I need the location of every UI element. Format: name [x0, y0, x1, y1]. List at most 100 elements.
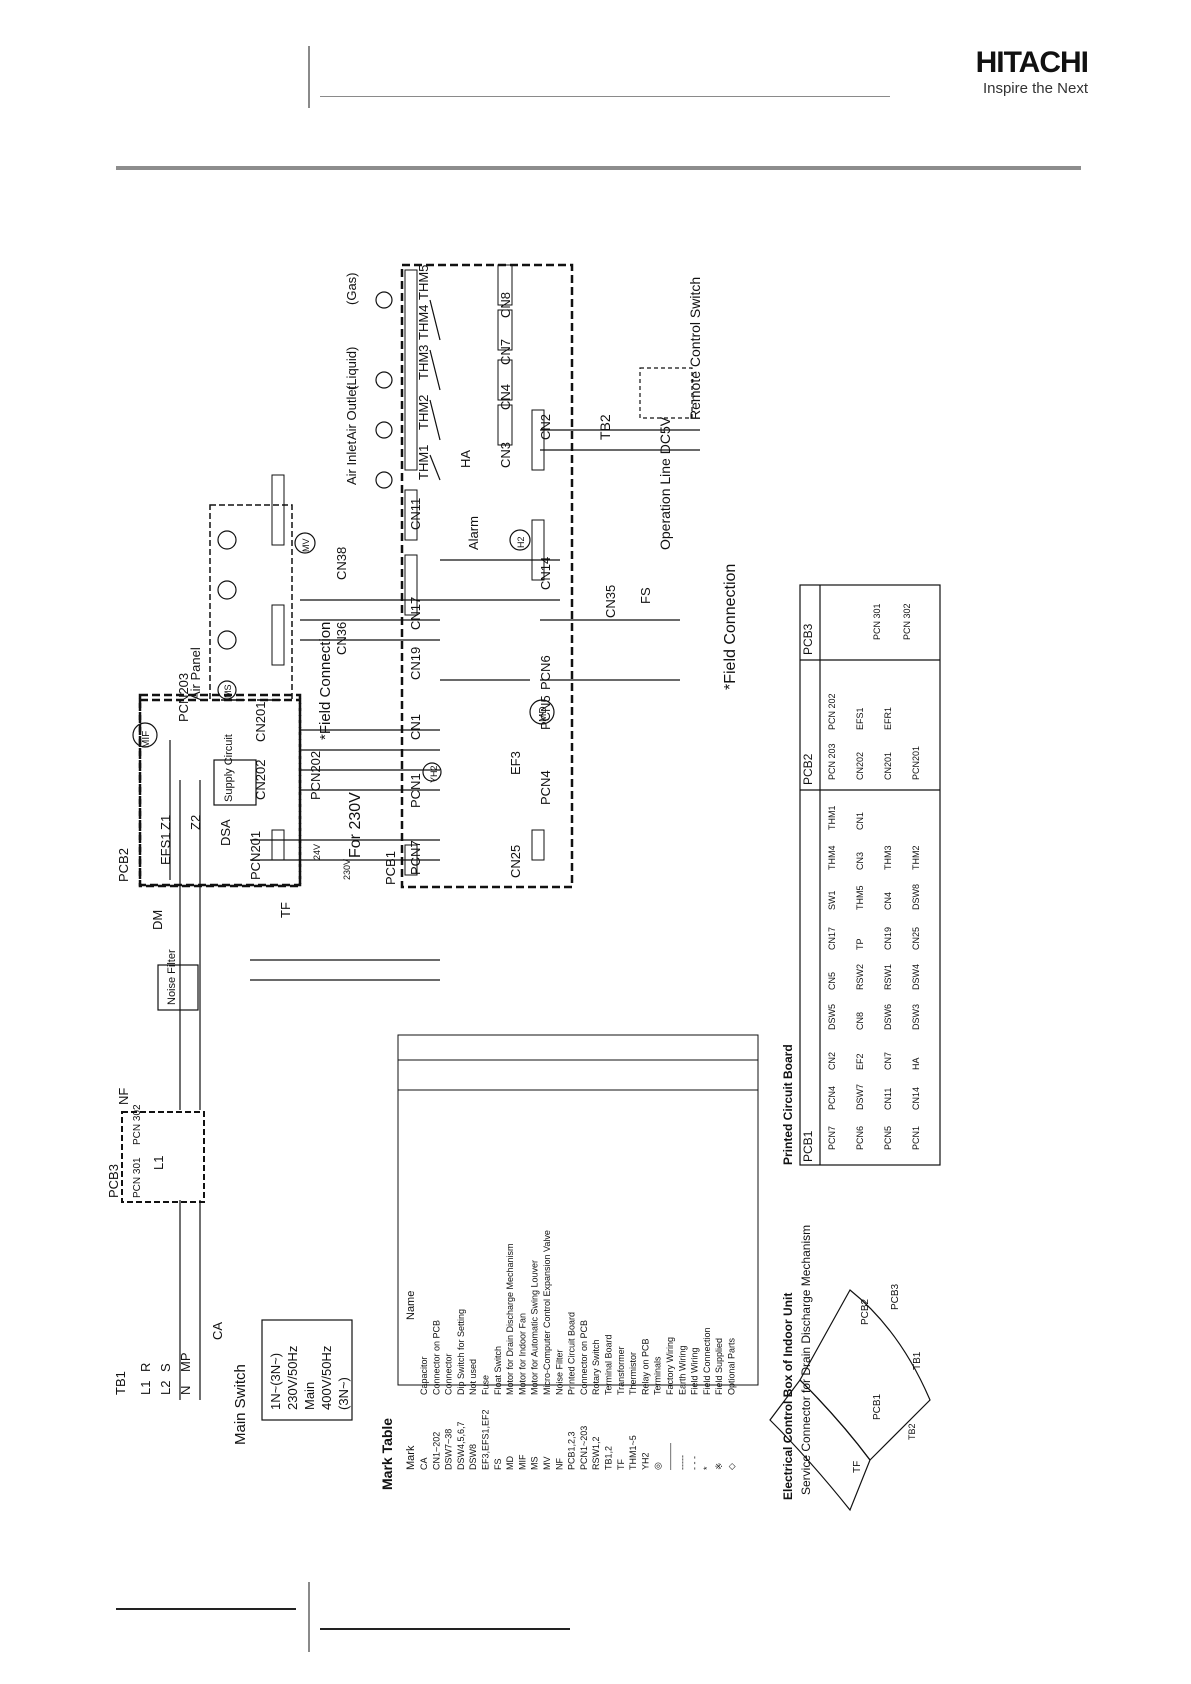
mark-table-cell-mark: ※ — [714, 1462, 724, 1470]
mark-table-cell-name: Micro-Computer Control Expansion Valve — [542, 1230, 552, 1395]
pcb1-component-label: THM2 — [911, 846, 921, 871]
label-cn38: CN38 — [334, 547, 349, 580]
mark-table-cell-mark: CN1~202 — [431, 1432, 441, 1470]
mark-table-cell-name: Connector on PCB — [579, 1320, 589, 1395]
pcb1-component-label: CN1 — [855, 812, 865, 830]
pcb1-component-label: DSW5 — [827, 1004, 837, 1030]
label-cn35: CN35 — [603, 585, 618, 618]
control-box-tb2: TB2 — [907, 1423, 917, 1440]
supply-circuit-block — [213, 759, 257, 806]
mark-table-cell-name: Connector on PCB — [431, 1320, 441, 1395]
label-tb1-l1: L1 — [138, 1381, 153, 1395]
label-pcb1: PCB1 — [383, 851, 398, 885]
label-cn19: CN19 — [408, 647, 423, 680]
label-md: MD — [538, 706, 549, 722]
label-thm4: THM4 — [416, 305, 431, 340]
control-box-outline-2 — [769, 1379, 871, 1512]
mark-table-cell-name: Printed Circuit Board — [567, 1312, 577, 1395]
pcb1-component-label: CN7 — [883, 1052, 893, 1070]
pcb1-component-label: DSW8 — [911, 884, 921, 910]
pcb3-frame — [121, 1111, 205, 1203]
mark-table-header-mark: Mark — [405, 1445, 417, 1470]
pcb-board-pcb2: PCB2 — [801, 753, 815, 785]
pcb1-component-label: CN5 — [827, 972, 837, 990]
label-tb1-r: R — [138, 1363, 153, 1372]
pcb1-component-label: CN2 — [827, 1052, 837, 1070]
label-ms: MS — [223, 685, 233, 699]
mark-table-cell-mark: TB1,2 — [604, 1446, 614, 1470]
pcb2-component-label: EFS1 — [855, 707, 865, 730]
control-box-title: Electrical Control Box of Indoor Unit — [781, 1293, 795, 1500]
label-nf: NF — [116, 1088, 131, 1105]
label-efs1: EFS1 — [158, 832, 173, 865]
control-box-tb1: TB1 — [912, 1351, 923, 1370]
mark-table-cell-mark: DSW4,5,6,7 — [456, 1421, 466, 1470]
mark-table-cell-mark: EF3,EFS1,EF2 — [481, 1409, 491, 1470]
pcb1-component-label: THM1 — [827, 806, 837, 831]
label-cn25: CN25 — [508, 845, 523, 878]
label-cn11: CN11 — [408, 498, 423, 530]
mark-table-cell-name: Not used — [468, 1359, 478, 1395]
mark-table-cell-name: Field Supplied — [714, 1338, 724, 1395]
label-dm: DM — [150, 910, 165, 930]
mark-table-cell-name: Field Wiring — [690, 1347, 700, 1395]
mark-table-cell-mark: RSW1,2 — [591, 1436, 601, 1470]
label-operation-line: Operation Line DC5V — [657, 416, 673, 550]
label-supply-circuit: Supply Circuit — [223, 734, 235, 802]
pcb1-component-label: CN11 — [883, 1088, 893, 1110]
footer-rule-left — [116, 1608, 296, 1610]
label-air-panel: Air Panel — [188, 647, 203, 700]
mark-table-cell-mark: TF — [616, 1459, 626, 1470]
label-yh2: YH2 — [429, 765, 439, 783]
label-ha: HA — [458, 450, 473, 468]
pcb1-component-label: CN3 — [855, 852, 865, 870]
label-cn202: CN202 — [253, 760, 268, 800]
label-ef3: EF3 — [508, 751, 523, 775]
brand-tagline: Inspire the Next — [982, 80, 1088, 97]
pcb2-component-label: PCN201 — [911, 746, 921, 780]
pcb1-component-label: DSW7 — [855, 1084, 865, 1110]
label-cn7: CN7 — [498, 339, 513, 365]
mark-table-cell-mark: ◇ — [727, 1463, 737, 1470]
label-pcn202: PCN202 — [308, 751, 323, 800]
label-ca: CA — [210, 1322, 225, 1340]
mark-table-cell-mark: ----- — [677, 1455, 687, 1470]
label-pcb3: PCB3 — [106, 1164, 121, 1198]
label-pcn203: PCN203 — [176, 673, 191, 722]
control-box-pcb3: PCB3 — [890, 1283, 901, 1310]
mark-table-cell-name: Thermistor — [628, 1352, 638, 1395]
main-wires — [169, 299, 700, 1400]
brand-name: HITACHI — [975, 46, 1089, 79]
mark-table-cell-mark: * — [702, 1466, 712, 1470]
pcb1-connector-blocks — [271, 264, 545, 876]
mark-table-cell-name: Rotary Switch — [591, 1339, 601, 1395]
mark-table-cell-mark: DSW7~38 — [444, 1429, 454, 1470]
pcb1-component-label: PCN7 — [827, 1126, 837, 1150]
hitachi-logo: HITACHI Inspire the Next — [975, 46, 1089, 98]
label-air-outlet: Air Outlet — [344, 385, 359, 440]
label-cn4: CN4 — [498, 384, 513, 410]
mark-table-cell-name: Field Connection — [702, 1327, 712, 1395]
pcb-board-pcb3: PCB3 — [801, 623, 815, 655]
label-cn201: CN201 — [253, 702, 268, 742]
mark-table-cell-name: Earth Wiring — [677, 1345, 687, 1395]
mark-table-cell-name: Terminals — [653, 1356, 663, 1395]
label-cn8: CN8 — [498, 292, 513, 318]
label-pcn7: PCN7 — [408, 840, 423, 875]
label-tb1-s: S — [158, 1363, 173, 1372]
power-line-1: 1N~(3N~) — [268, 1353, 283, 1410]
mark-table-cell-mark: FS — [493, 1458, 503, 1470]
mark-table-title: Mark Table — [379, 1418, 395, 1490]
mark-table-cell-mark: NF — [554, 1458, 564, 1470]
pcb2-component-label: PCN 202 — [827, 693, 837, 730]
air-panel-frame — [209, 504, 293, 701]
mark-table-cell-mark: ◎ — [653, 1462, 663, 1470]
label-cn14: CN14 — [538, 557, 553, 590]
header-divider-horizontal — [320, 96, 890, 97]
header-rule — [116, 166, 1081, 170]
label-pcn301: PCN 301 — [132, 1157, 143, 1198]
label-pcb2: PCB2 — [116, 848, 131, 882]
mark-table-header-name: Name — [405, 1291, 417, 1320]
